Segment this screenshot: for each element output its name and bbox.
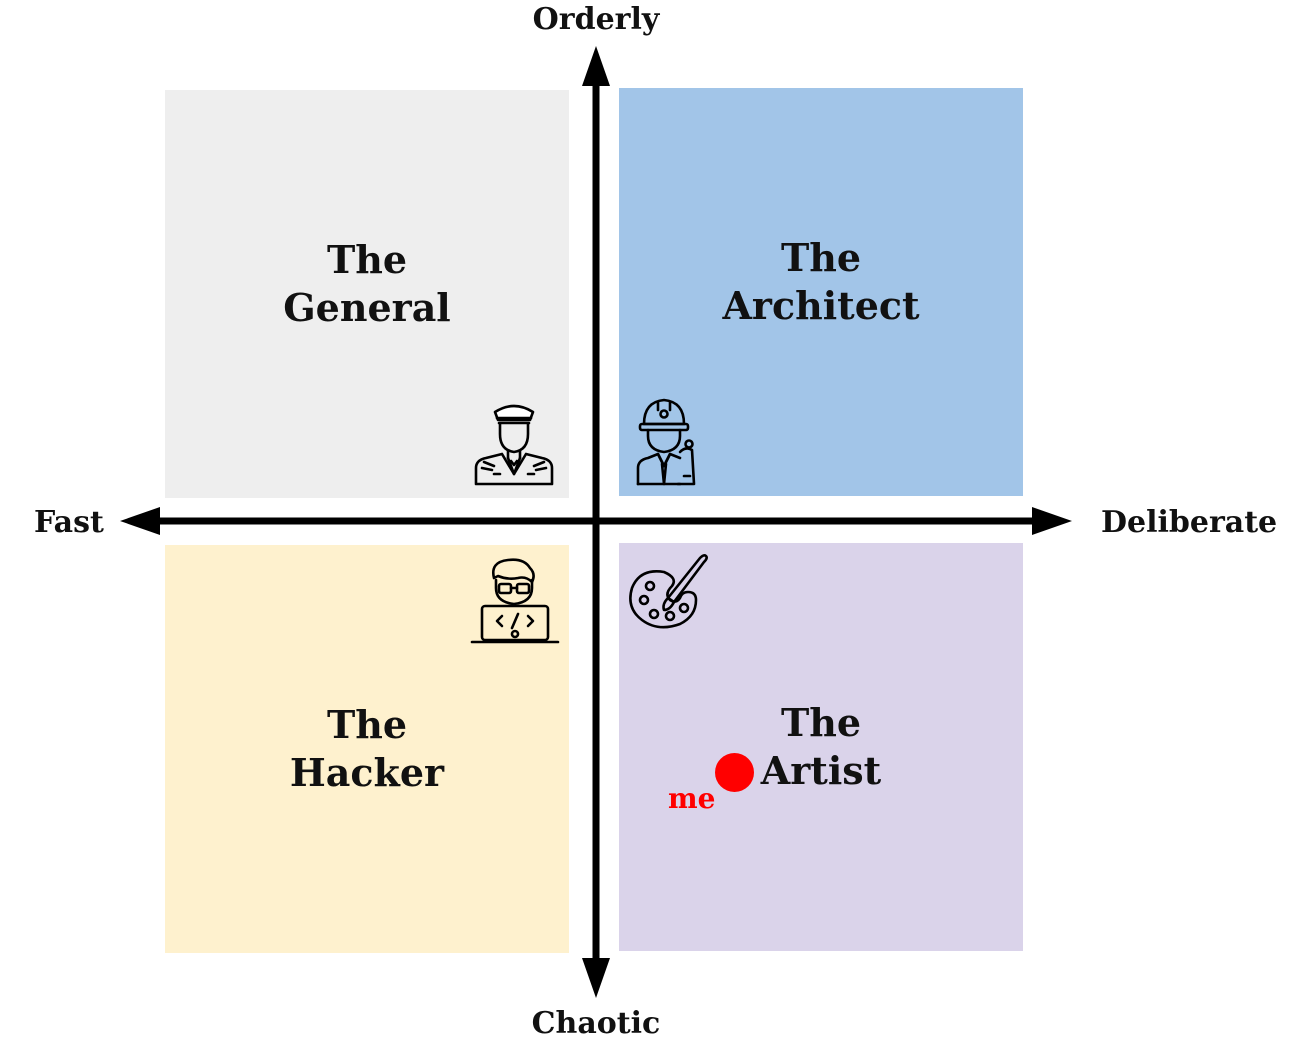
axis-label-fast: Fast (34, 505, 104, 540)
architect-icon (634, 394, 702, 488)
axis-label-deliberate: Deliberate (1101, 505, 1278, 540)
quadrant-hacker-title: The Hacker (289, 702, 445, 795)
quadrant-architect-title: The Architect (722, 235, 920, 328)
axis-label-orderly: Orderly (532, 2, 660, 37)
quadrant-hacker: The Hacker (165, 545, 569, 953)
general-icon (470, 398, 558, 488)
arrow-right-icon (1032, 507, 1072, 535)
quadrant-artist-title: The Artist (760, 700, 882, 793)
axis-label-chaotic: Chaotic (531, 1006, 661, 1041)
quadrant-general: The General (165, 90, 569, 498)
horizontal-axis (120, 507, 1072, 535)
quadrant-architect: The Architect (619, 88, 1023, 496)
quadrant-general-title: The General (283, 237, 451, 330)
me-marker-label: me (668, 782, 716, 815)
hacker-icon (468, 556, 562, 648)
arrow-up-icon (582, 46, 610, 86)
artist-palette-icon (624, 550, 710, 634)
me-marker-dot (715, 753, 754, 792)
arrow-left-icon (120, 507, 160, 535)
arrow-down-icon (582, 958, 610, 998)
